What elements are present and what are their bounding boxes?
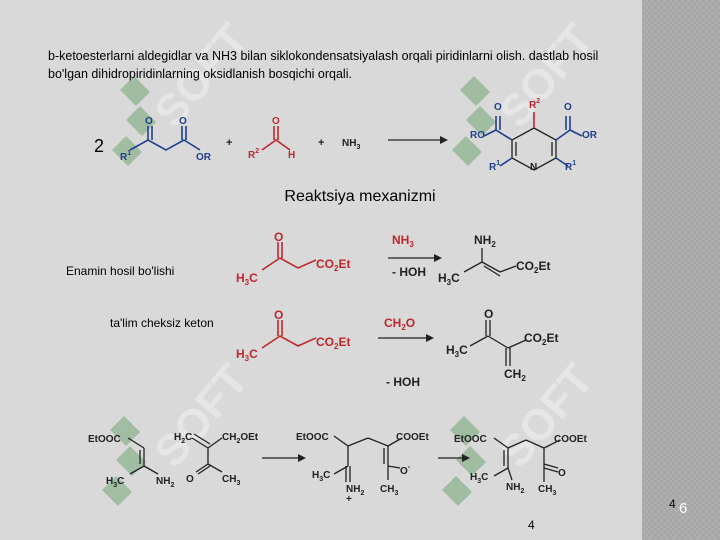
svg-text:CH3: CH3	[380, 484, 398, 497]
svg-text:CH2: CH2	[504, 367, 526, 383]
svg-text:O-: O-	[400, 464, 411, 477]
svg-text:R2: R2	[248, 148, 259, 161]
svg-text:CO2Et: CO2Et	[316, 257, 350, 273]
svg-text:+: +	[226, 137, 232, 149]
svg-text:H3C: H3C	[236, 271, 258, 287]
svg-text:CH2O: CH2O	[384, 316, 415, 332]
intro-text: b-ketoesterlarni aldegidlar va NH3 bilan…	[48, 49, 599, 81]
svg-text:H: H	[288, 150, 295, 161]
svg-text:EtOOC: EtOOC	[296, 432, 329, 443]
svg-text:O: O	[564, 102, 572, 113]
enamine-label: Enamin hosil bo'lishi	[66, 264, 175, 278]
svg-text:H3C: H3C	[470, 472, 488, 485]
svg-text:R1: R1	[565, 160, 576, 173]
svg-text:N: N	[530, 162, 537, 173]
svg-text:+: +	[318, 137, 324, 149]
svg-text:H2C: H2C	[174, 432, 192, 445]
svg-text:H3C: H3C	[438, 271, 460, 287]
svg-text:O: O	[186, 474, 194, 485]
slide-number-watermark: 6	[679, 500, 688, 517]
reaction-2: O H3C CO2Et NH3 - HOH NH2 H3C CO2Et	[236, 230, 550, 287]
svg-text:+: +	[346, 494, 352, 505]
svg-text:EtOOC: EtOOC	[88, 434, 121, 445]
reaction-1: 2 R1 O O OR + O R2 H	[94, 98, 598, 173]
slide-number: 4	[669, 497, 676, 511]
svg-text:NH3: NH3	[392, 233, 414, 249]
bottom-mechanism: EtOOC H3C NH2 H2C CH2OEt O CH3 EtOOC	[88, 432, 587, 505]
svg-text:CO2Et: CO2Et	[516, 259, 550, 275]
svg-text:O: O	[494, 102, 502, 113]
svg-text:H3C: H3C	[446, 343, 468, 359]
svg-text:OR: OR	[196, 152, 212, 163]
page-number: 4	[528, 518, 535, 532]
svg-text:O: O	[179, 116, 187, 127]
keton-label: ta'lim cheksiz keton	[110, 316, 214, 330]
svg-text:NH2: NH2	[156, 476, 174, 489]
svg-text:CH3: CH3	[538, 484, 556, 497]
svg-text:O: O	[272, 116, 280, 127]
svg-text:- HOH: - HOH	[392, 265, 426, 279]
svg-text:O: O	[145, 116, 153, 127]
svg-text:COOEt: COOEt	[396, 432, 429, 443]
svg-text:CO2Et: CO2Et	[316, 335, 350, 351]
svg-text:H3C: H3C	[106, 476, 124, 489]
svg-text:H3C: H3C	[236, 347, 258, 363]
svg-text:O: O	[558, 468, 566, 479]
svg-text:O: O	[274, 308, 283, 322]
svg-text:NH2: NH2	[506, 482, 524, 495]
svg-text:COOEt: COOEt	[554, 434, 587, 445]
svg-text:RO: RO	[470, 130, 485, 141]
svg-text:H3C: H3C	[312, 470, 330, 483]
right-decorative-strip	[642, 0, 720, 540]
reaction-3: O H3C CO2Et CH2O - HOH O H3C CO2Et CH2	[236, 307, 558, 389]
svg-text:NH2: NH2	[474, 233, 496, 249]
svg-text:R2: R2	[529, 98, 540, 111]
svg-text:- HOH: - HOH	[386, 375, 420, 389]
svg-text:OR: OR	[582, 130, 598, 141]
svg-text:O: O	[484, 307, 493, 321]
mechanism-title: Reaktsiya mexanizmi	[284, 188, 436, 205]
svg-text:CO2Et: CO2Et	[524, 331, 558, 347]
svg-text:CH2OEt: CH2OEt	[222, 432, 259, 445]
svg-text:NH2: NH2	[346, 484, 364, 497]
svg-text:CH3: CH3	[222, 474, 240, 487]
svg-text:EtOOC: EtOOC	[454, 434, 487, 445]
svg-text:R1: R1	[120, 150, 131, 163]
svg-text:NH3: NH3	[342, 138, 360, 151]
coefficient: 2	[94, 136, 104, 156]
aldehyde: O R2 H	[248, 116, 295, 161]
beta-ketoester: R1 O O OR	[120, 116, 212, 163]
svg-text:O: O	[274, 230, 283, 244]
pyridine-product: R2 O RO O OR R1 R1 N	[470, 98, 598, 173]
svg-text:R1: R1	[489, 160, 500, 173]
